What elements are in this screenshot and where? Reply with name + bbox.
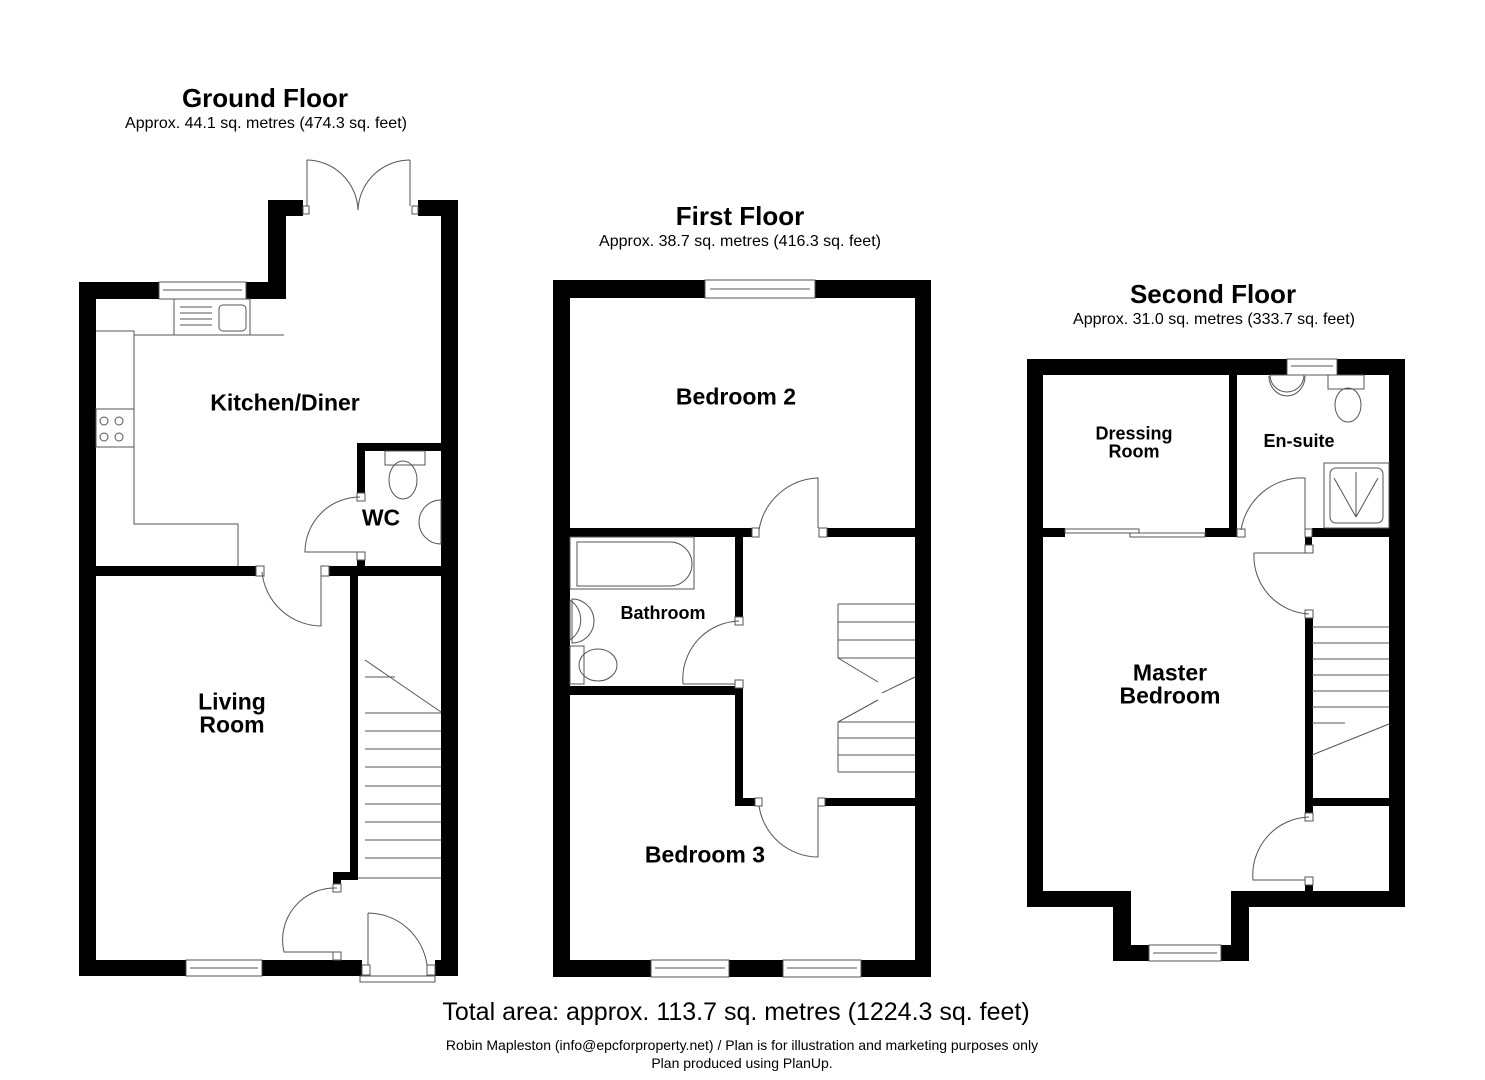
software-credit: Plan produced using PlanUp. [651,1055,833,1071]
ground-floor-area: Approx. 44.1 sq. metres (474.3 sq. feet) [125,115,407,132]
first-floor-area: Approx. 38.7 sq. metres (416.3 sq. feet) [599,233,881,250]
ground-floor-title: Ground Floor [181,83,349,113]
room-label-bathroom: Bathroom [620,602,706,623]
credit-line: Robin Mapleston (info@epcforproperty.net… [445,1037,1039,1053]
room-label-bedroom-3: Bedroom 3 [644,841,766,868]
room-label-bedroom-2: Bedroom 2 [675,383,797,410]
room-label-en-suite: En-suite [1263,430,1335,451]
ground-floor-plan [79,159,458,983]
first-floor-plan [553,279,931,978]
total-area: Total area: approx. 113.7 sq. metres (12… [442,998,1030,1026]
second-floor-title: Second Floor [1129,279,1297,309]
room-label-kitchen-diner: Kitchen/Diner [210,389,360,416]
room-label-wc: WC [361,504,401,531]
second-floor-plan [1027,358,1405,962]
first-floor-title: First Floor [675,201,805,231]
second-floor-area: Approx. 31.0 sq. metres (333.7 sq. feet) [1073,311,1355,328]
